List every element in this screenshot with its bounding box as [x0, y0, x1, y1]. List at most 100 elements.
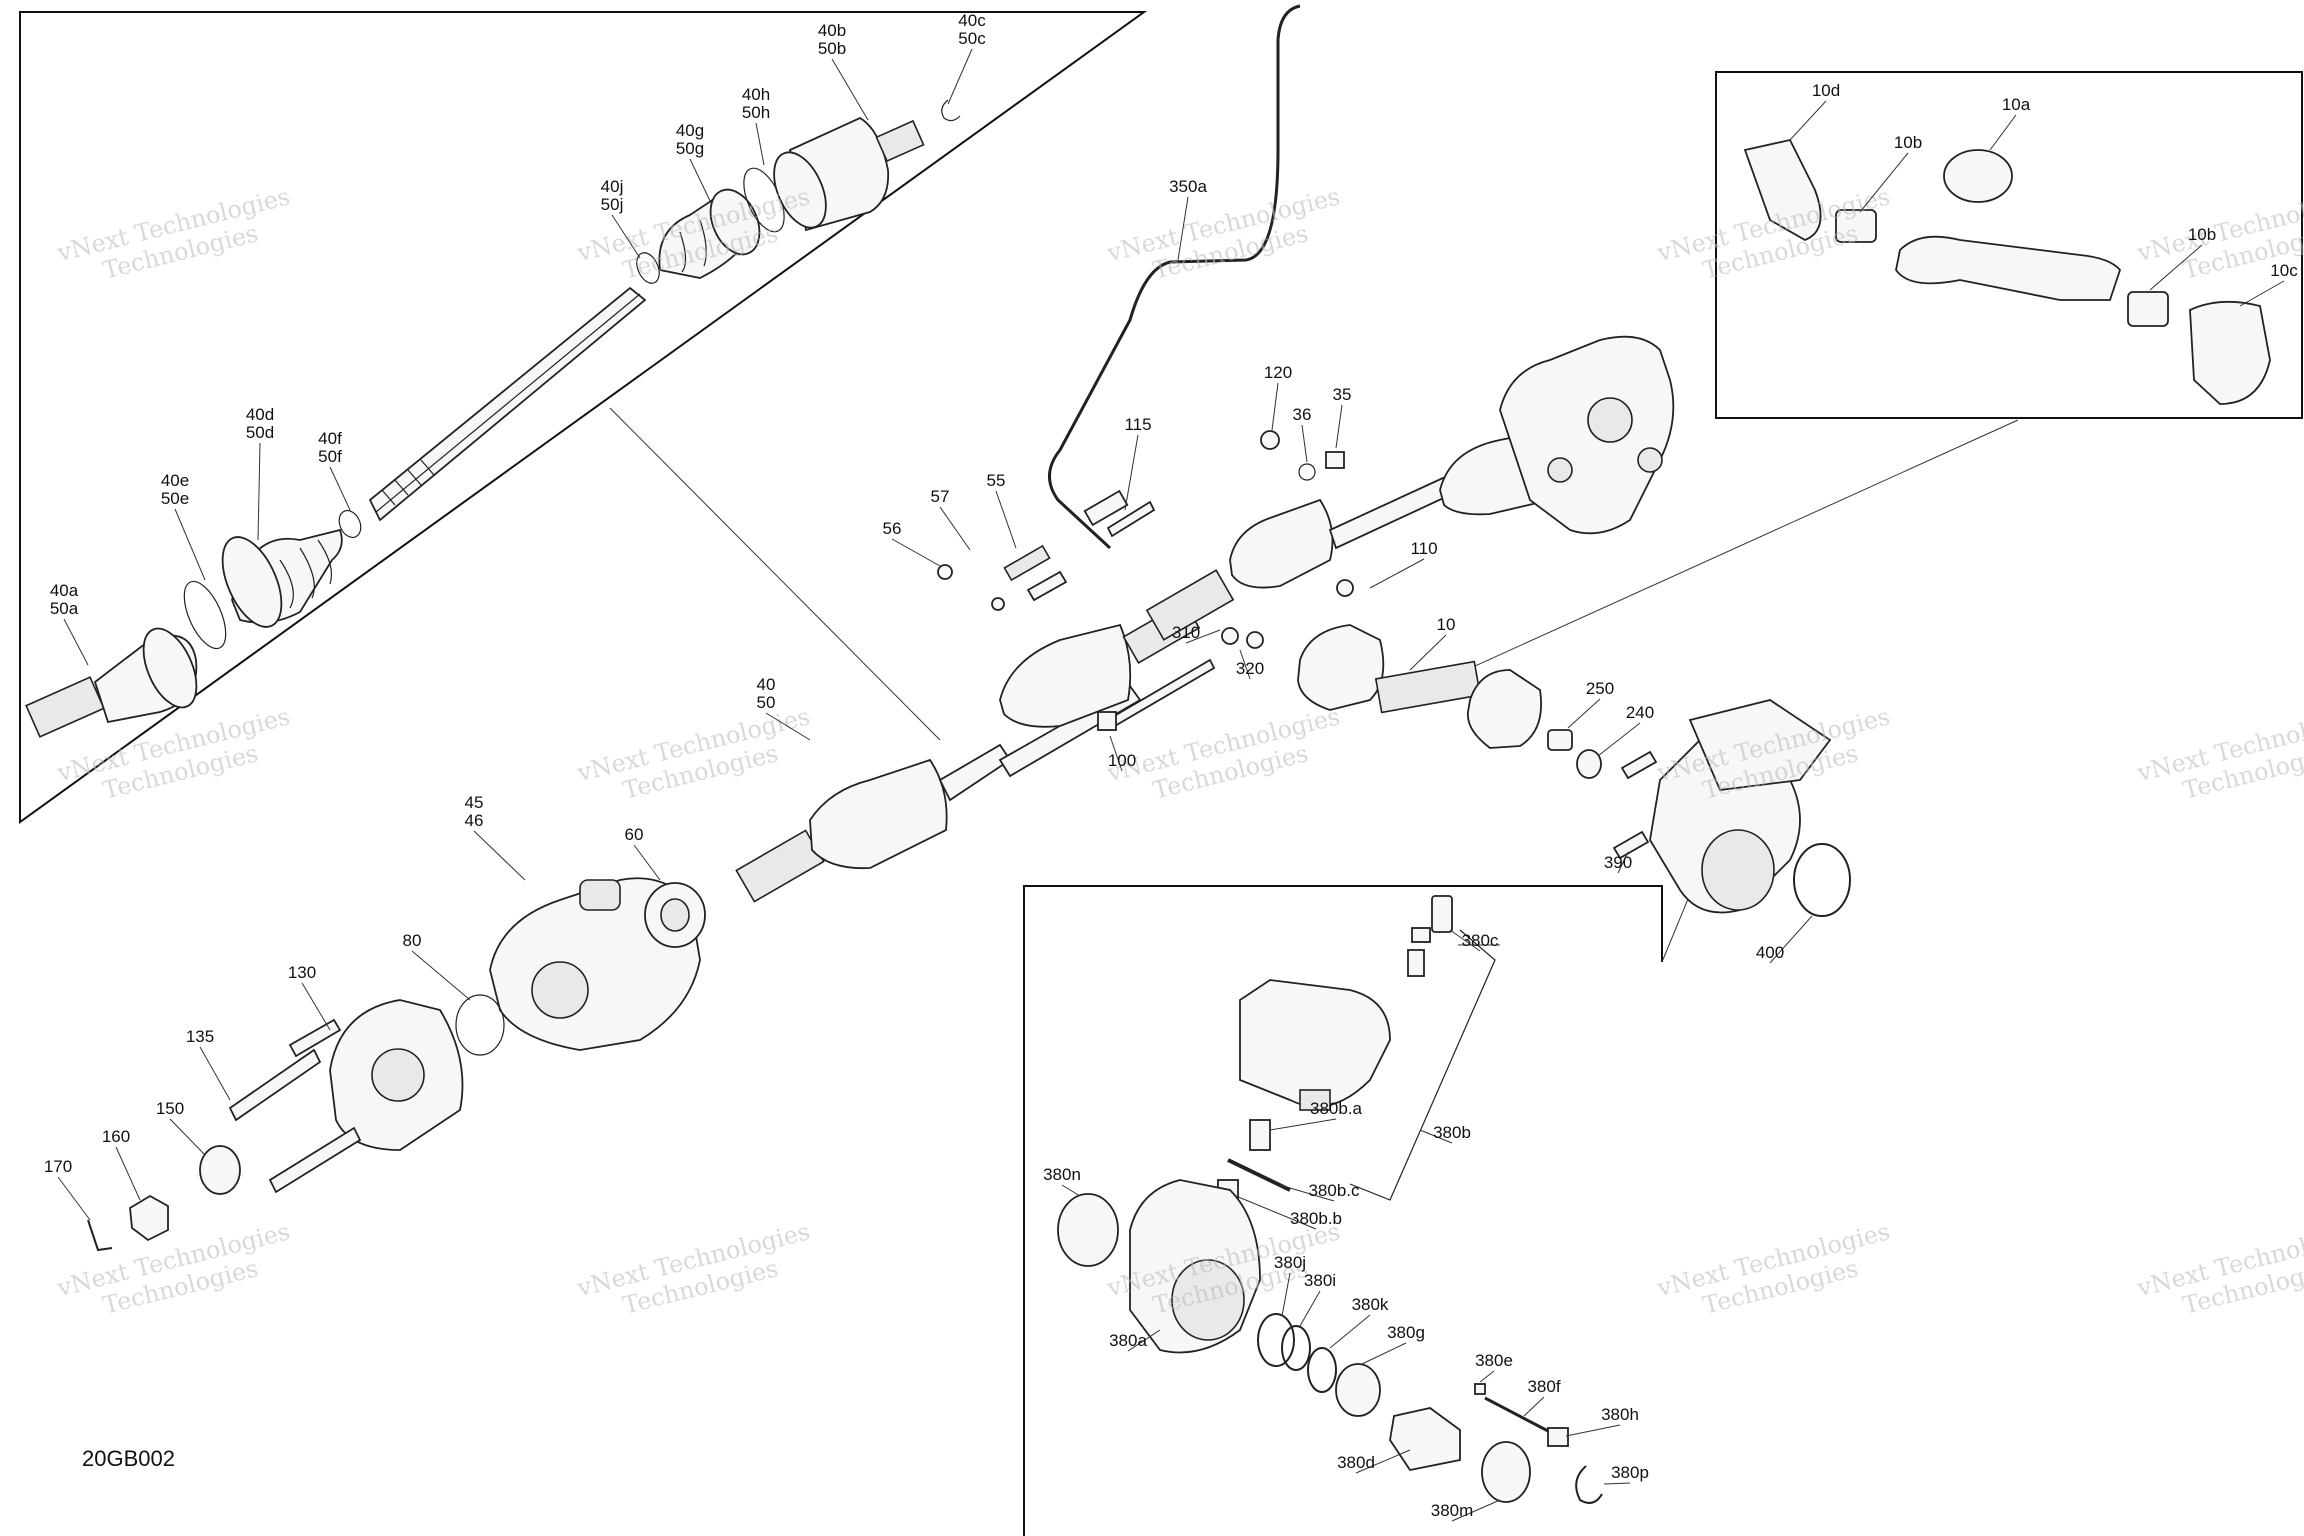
- callout-leader-40j: [611, 214, 641, 259]
- actuator-shaft: [1299, 1089, 1331, 1111]
- outer-cv-joint: [25, 627, 198, 738]
- callout-label-40j: 40j: [601, 177, 624, 196]
- callout-label-10d: 10d: [1812, 81, 1840, 100]
- callout-label-45: 46: [465, 811, 484, 830]
- callout-leaders: [57, 48, 2285, 1522]
- callout-label-170: 170: [44, 1157, 72, 1176]
- callout-label-40j: 50j: [601, 195, 624, 214]
- ring-40j: [636, 252, 660, 284]
- callout-leader-40f: [329, 466, 351, 511]
- callout-label-350a: 350a: [1169, 177, 1207, 196]
- callout-label-380n: 380n: [1043, 1165, 1081, 1184]
- callout-leader-380i: [1299, 1290, 1321, 1327]
- callout-leader-380m: [1451, 1499, 1501, 1522]
- yoke-10c: [2189, 300, 2271, 405]
- propshaft-detail-leader: [1399, 419, 2019, 701]
- cross-10b-left: [1835, 209, 1877, 243]
- adapter-250: [1547, 729, 1573, 751]
- callout-label-120: 120: [1264, 363, 1292, 382]
- hub-washer: [199, 1145, 241, 1195]
- ring-380j: [1257, 1313, 1295, 1367]
- callout-leader-310: [1185, 629, 1221, 644]
- callout-label-57: 57: [931, 487, 950, 506]
- callout-label-40e: 40e: [161, 471, 189, 490]
- callout-label-380m: 380m: [1431, 1501, 1474, 1520]
- callout-leader-150: [169, 1118, 206, 1156]
- callout-leader-40b: [831, 58, 869, 121]
- callout-leader-380bc: [1279, 1184, 1335, 1202]
- callout-label-380k: 380k: [1352, 1295, 1389, 1314]
- wheel-studs: [228, 1018, 362, 1194]
- callout-label-310: 310: [1172, 623, 1200, 642]
- callout-label-40b: 40b: [818, 21, 846, 40]
- drawing-code: 20GB002: [82, 1446, 175, 1471]
- rear-axle-boot: [1145, 428, 1556, 641]
- callout-label-150: 150: [156, 1099, 184, 1118]
- callout-leader-120: [1271, 382, 1279, 431]
- callout-leader-57: [939, 506, 971, 551]
- callout-label-40d: 50d: [246, 423, 274, 442]
- housing-bore: [1171, 1259, 1245, 1341]
- callout-label-40f: 50f: [318, 447, 342, 466]
- callout-leader-350a: [1177, 196, 1189, 261]
- callout-leader-40: [765, 712, 811, 741]
- callout-label-110: 110: [1410, 539, 1437, 558]
- callout-label-40h: 40h: [742, 85, 770, 104]
- callout-label-380h: 380h: [1601, 1405, 1639, 1424]
- callout-leader-40d: [257, 442, 261, 541]
- callout-label-320: 320: [1236, 659, 1264, 678]
- callout-label-40h: 50h: [742, 103, 770, 122]
- pin-380ba: [1249, 1119, 1271, 1151]
- washer-380c: [1411, 927, 1431, 943]
- callout-label-240: 240: [1626, 703, 1654, 722]
- o-ring-400: [1793, 843, 1851, 917]
- callout-leader-250: [1567, 698, 1601, 729]
- callout-leader-400: [1769, 915, 1813, 964]
- callout-label-160: 160: [102, 1127, 130, 1146]
- callout-leader-10d: [1789, 100, 1827, 141]
- callout-leader-60: [633, 844, 661, 881]
- callout-leader-240: [1597, 722, 1641, 757]
- boot-clamp-large: [183, 580, 227, 650]
- callout-leader-100: [1109, 735, 1123, 772]
- callout-leader-380c: [1449, 929, 1481, 952]
- callout-leader-40h: [755, 122, 765, 166]
- callout-label-40b: 50b: [818, 39, 846, 58]
- cotter-pin: [87, 1219, 113, 1252]
- callout-label-36: 36: [1293, 405, 1312, 424]
- callout-label-10a: 10a: [2002, 95, 2031, 114]
- callout-label-80: 80: [403, 931, 422, 950]
- callout-label-40d: 40d: [246, 405, 274, 424]
- axle-shaft: [368, 286, 647, 522]
- callout-leader-380k: [1329, 1314, 1371, 1349]
- callout-leader-390: [1617, 851, 1629, 874]
- sleeve-380m: [1481, 1441, 1531, 1503]
- callout-label-380ba: 380b.a: [1310, 1099, 1363, 1118]
- ring-380k: [1307, 1347, 1337, 1393]
- callout-label-40: 40: [757, 675, 776, 694]
- callout-label-40g: 40g: [676, 121, 704, 140]
- callout-label-380bb: 380b.b: [1290, 1209, 1342, 1228]
- callout-leader-380b: [1419, 1129, 1453, 1144]
- callout-leader-380ba: [1269, 1118, 1337, 1131]
- callout-leader-10b1: [1859, 152, 1909, 213]
- callout-leader-380d: [1355, 1449, 1411, 1474]
- callout-label-40c: 40c: [958, 11, 986, 30]
- callout-leader-380h: [1565, 1424, 1621, 1437]
- callout-leader-135: [199, 1046, 231, 1101]
- wheel-hub: [329, 999, 464, 1151]
- ring-380i: [1281, 1325, 1311, 1371]
- callout-label-250: 250: [1586, 679, 1614, 698]
- spring-380c: [1407, 949, 1425, 977]
- callout-label-380b: 380b: [1433, 1123, 1471, 1142]
- differential-housing: [1499, 335, 1675, 535]
- callout-label-10c: 10c: [2270, 261, 2298, 280]
- axle-detail-parts: [25, 99, 961, 738]
- callout-leader-380e: [1479, 1370, 1495, 1383]
- callout-label-380d: 380d: [1337, 1453, 1375, 1472]
- cv-boot-outer: [221, 528, 343, 628]
